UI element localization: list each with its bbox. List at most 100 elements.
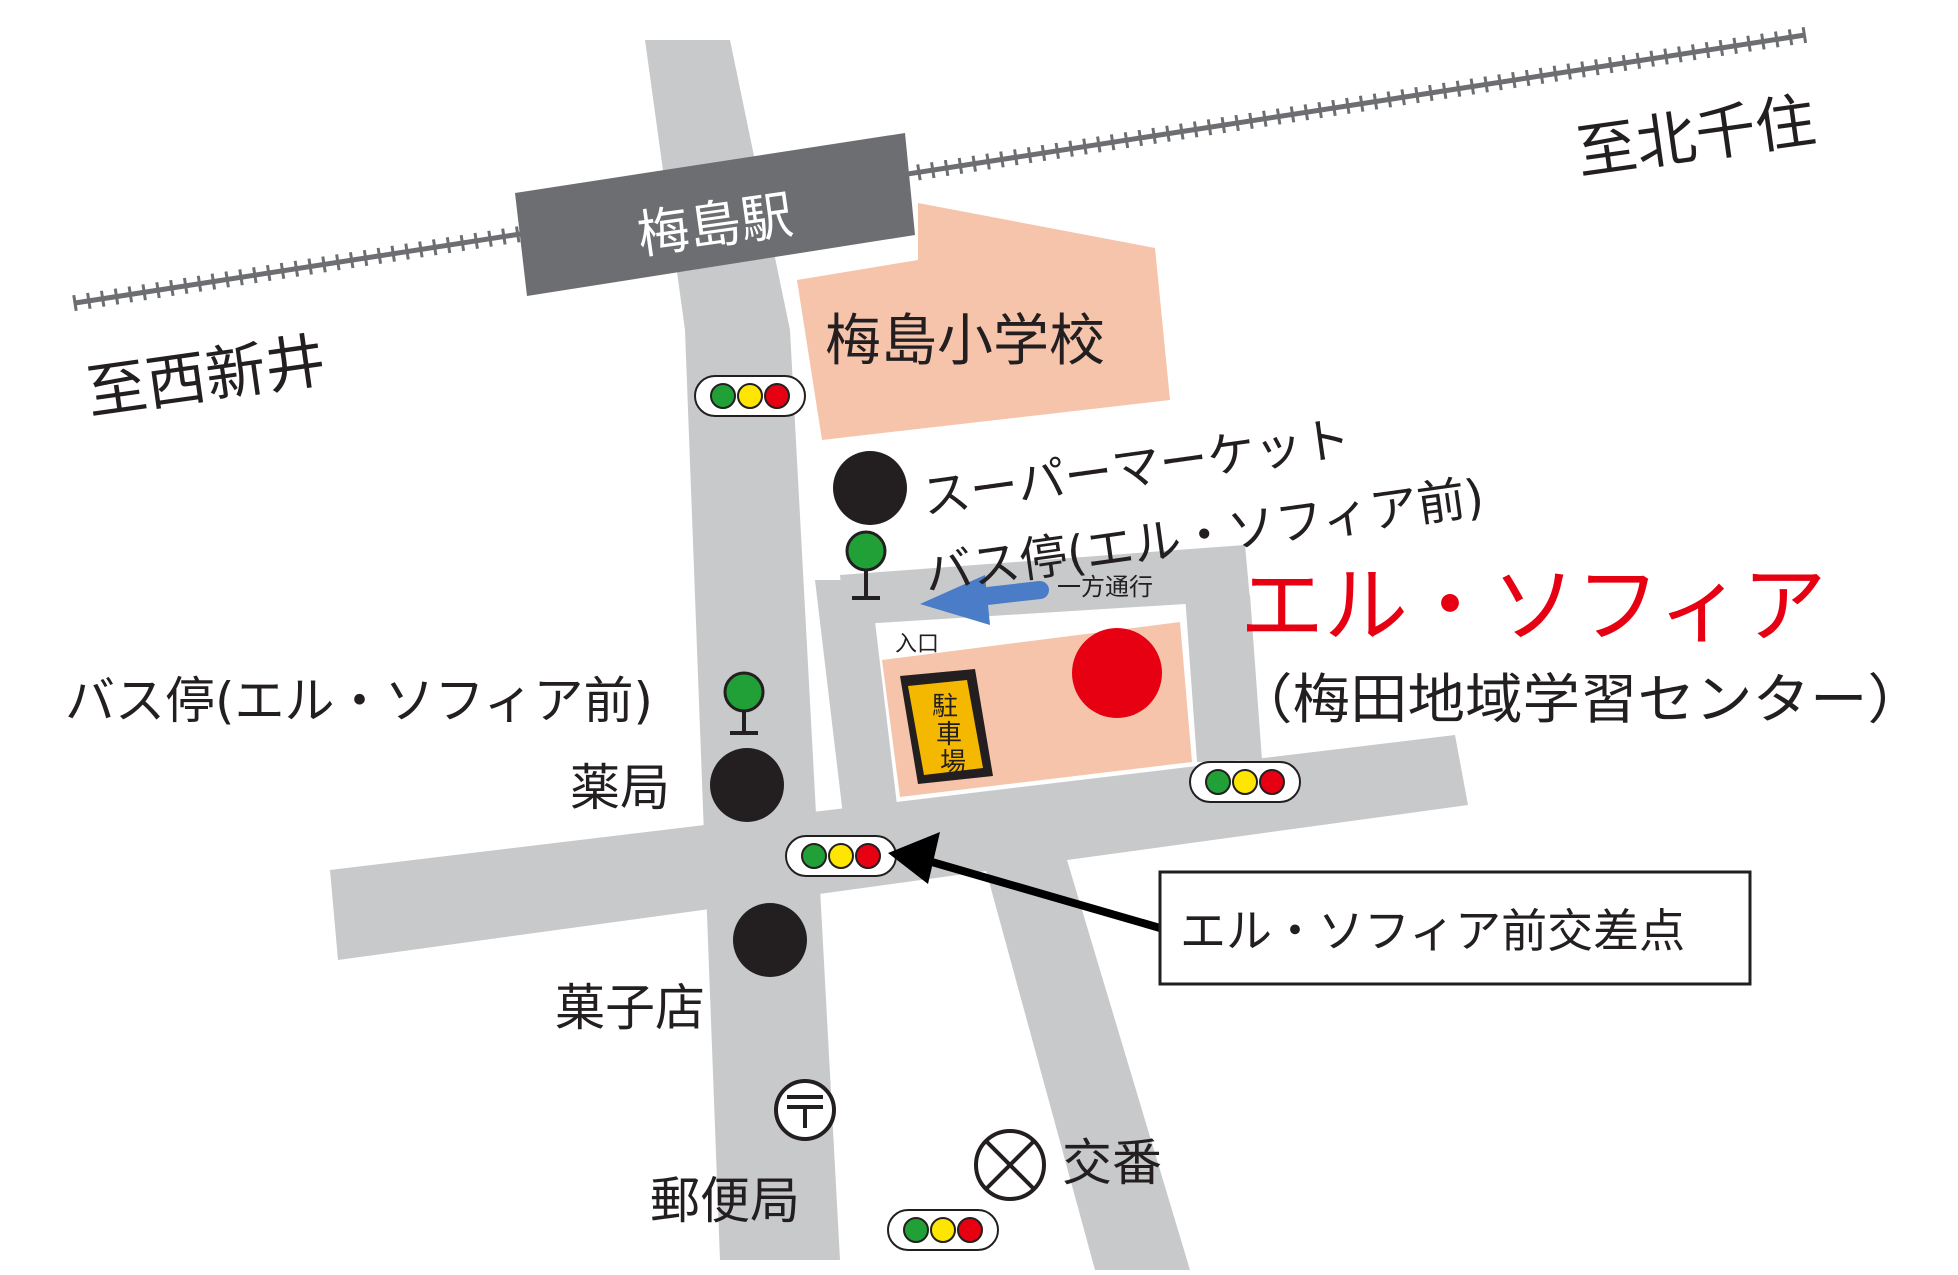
pharmacy-label: 薬局 xyxy=(570,759,670,817)
traffic-signal xyxy=(1189,761,1301,803)
rail-tie xyxy=(1026,146,1033,164)
rail-tie xyxy=(1455,80,1462,97)
rail-tie xyxy=(1801,26,1808,44)
rail-tie xyxy=(1760,33,1766,50)
rail-tie xyxy=(1054,142,1060,159)
rail-tie xyxy=(1428,84,1434,102)
rail-tie xyxy=(1289,106,1296,123)
rail-tie xyxy=(1594,59,1600,76)
parking-char-2: 車 xyxy=(936,720,962,750)
rail-tie xyxy=(307,258,313,275)
direction-east: 至北千住 xyxy=(1572,86,1819,189)
rail-tie xyxy=(1649,50,1655,67)
bus-stop-west-label: バス停(エル・ソフィア前) xyxy=(65,672,653,730)
rail-tie xyxy=(1441,82,1448,99)
destination-marker xyxy=(1072,628,1162,718)
rail-tie xyxy=(404,243,410,260)
parking: 駐 車 場 xyxy=(900,669,993,784)
rail-tie xyxy=(182,277,189,294)
parking-char-3: 場 xyxy=(940,748,966,778)
rail-tie xyxy=(1497,74,1503,91)
one-way-arrow xyxy=(920,575,1049,625)
rail-tie xyxy=(252,267,258,284)
rail-tie xyxy=(445,236,452,254)
rail-tie xyxy=(86,292,92,309)
school-block: 梅島小学校 xyxy=(797,203,1170,440)
rail-tie xyxy=(1621,54,1628,72)
rail-tie xyxy=(1192,121,1199,138)
rail-tie xyxy=(1123,131,1130,149)
rail-tie xyxy=(971,155,977,172)
rail-tie xyxy=(155,282,161,299)
rail-tie xyxy=(1303,104,1310,121)
rail-tie xyxy=(1040,144,1047,162)
rail-tie xyxy=(265,264,272,282)
rail-tie xyxy=(1511,71,1517,89)
rail-tie xyxy=(1635,52,1642,69)
rail-tie xyxy=(1607,56,1614,74)
rail-tie xyxy=(1483,76,1489,93)
traffic-signal xyxy=(887,1209,999,1251)
station-building: 梅島駅 xyxy=(515,133,915,296)
diagonal-road xyxy=(975,820,1190,1270)
rail-tie xyxy=(1787,29,1794,46)
rail-tie xyxy=(1331,99,1337,117)
rail-tie xyxy=(1096,136,1102,153)
rail-tie xyxy=(501,228,507,245)
rail-tie xyxy=(1677,46,1683,63)
pharmacy-marker xyxy=(710,748,784,822)
rail-tie xyxy=(1206,119,1213,136)
one-way-label: 一方通行 xyxy=(1057,573,1153,601)
rail-tie xyxy=(210,273,217,290)
rail-tie xyxy=(335,254,341,271)
rail-tie xyxy=(376,247,383,264)
railway xyxy=(72,26,1808,312)
direction-west: 至西新井 xyxy=(82,326,329,429)
police-box-label: 交番 xyxy=(1062,1134,1162,1192)
rail-tie xyxy=(169,279,175,297)
rail-tie xyxy=(99,290,106,307)
rail-tie xyxy=(321,256,327,273)
rail-tie xyxy=(196,275,203,292)
rail-tie xyxy=(1538,67,1545,84)
rail-tie xyxy=(459,234,466,252)
sweets-shop-label: 菓子店 xyxy=(555,979,705,1037)
rail-tie xyxy=(279,262,286,279)
post-office-label: 郵便局 xyxy=(650,1172,800,1230)
rail-tie xyxy=(1552,65,1559,82)
rail-tie xyxy=(1718,39,1725,57)
rail-tie xyxy=(1663,48,1669,65)
rail-tie xyxy=(1317,101,1323,119)
rail-tie xyxy=(1580,61,1586,78)
rail-tie xyxy=(985,153,991,170)
rail-tie xyxy=(1386,91,1393,108)
rail-tie xyxy=(1068,140,1074,157)
rail-tie xyxy=(293,260,300,277)
rail-tie xyxy=(515,226,521,243)
rail-tie xyxy=(930,161,936,179)
rail-tie xyxy=(1690,44,1697,61)
supermarket-marker xyxy=(833,451,907,525)
rail-tie xyxy=(1082,138,1088,155)
rail-tie xyxy=(390,245,396,262)
rail-tie xyxy=(432,239,438,256)
sweets-shop-marker xyxy=(733,903,807,977)
intersection-callout: エル・ソフィア前交差点 xyxy=(888,832,1752,986)
rail-tie xyxy=(1773,31,1780,48)
post-office-icon xyxy=(774,1079,836,1141)
bus-stop-west-icon xyxy=(723,671,765,735)
rail-tie xyxy=(72,294,78,312)
east-connector-road xyxy=(1185,595,1262,762)
rail-tie xyxy=(1220,116,1227,134)
destination-name: エル・ソフィア xyxy=(1240,557,1826,655)
intersection-callout-label: エル・ソフィア前交差点 xyxy=(1180,904,1685,958)
cross-road xyxy=(330,735,1468,960)
rail-tie xyxy=(224,271,230,288)
rail-tie xyxy=(1137,129,1144,147)
rail-tie xyxy=(1151,127,1157,144)
rail-tie xyxy=(1109,134,1116,151)
rail-tie xyxy=(1165,125,1171,142)
rail-tie xyxy=(1732,37,1738,54)
rail-tie xyxy=(487,230,493,247)
